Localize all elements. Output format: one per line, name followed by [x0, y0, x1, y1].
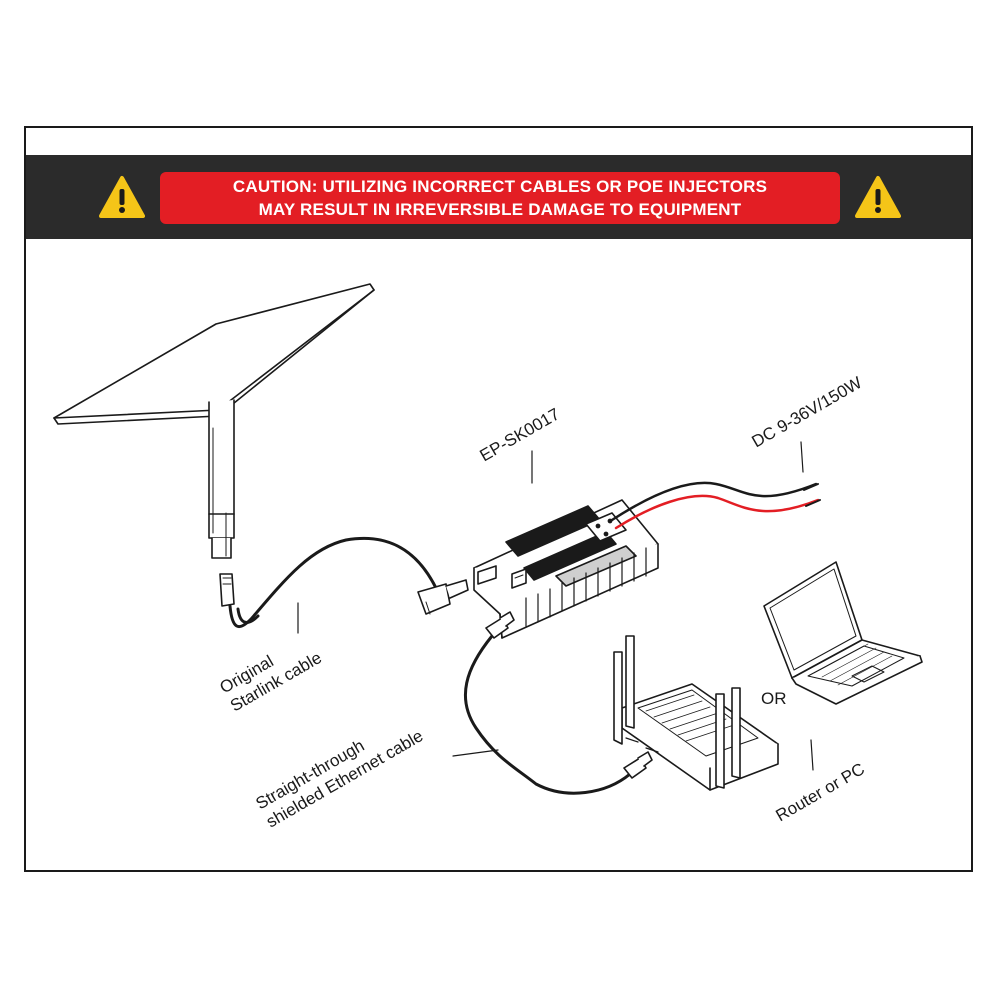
power-cable-black — [610, 481, 818, 522]
power-cable-red — [614, 494, 820, 530]
diagram-frame: CAUTION: UTILIZING INCORRECT CABLES OR P… — [24, 126, 973, 872]
warning-triangle-icon — [99, 176, 145, 218]
caution-line-2: MAY RESULT IN IRREVERSIBLE DAMAGE TO EQU… — [258, 200, 742, 219]
rj45-connector-top — [485, 611, 515, 639]
caution-message: CAUTION: UTILIZING INCORRECT CABLES OR P… — [160, 172, 840, 224]
poe-adapter-icon — [473, 499, 659, 639]
starlink-cable — [228, 536, 438, 629]
router-icon — [613, 635, 779, 791]
warning-triangle-icon — [855, 176, 901, 218]
rj45-connector-bottom — [623, 751, 653, 779]
laptop-icon — [763, 561, 923, 705]
wiring-illustration — [53, 283, 923, 795]
ethernet-cable — [463, 634, 632, 795]
starlink-connector — [417, 579, 469, 615]
caution-banner: CAUTION: UTILIZING INCORRECT CABLES OR P… — [26, 155, 971, 239]
starlink-dish-icon — [53, 283, 375, 607]
caution-line-1: CAUTION: UTILIZING INCORRECT CABLES OR P… — [232, 177, 768, 196]
or-label: OR — [761, 689, 787, 708]
